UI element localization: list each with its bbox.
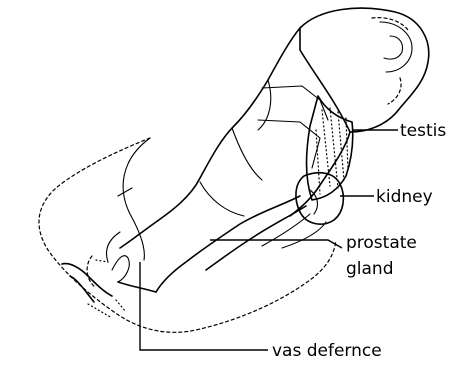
label-prostate-line2: gland xyxy=(346,259,394,279)
prostate-leader xyxy=(210,240,342,248)
visceral-mass xyxy=(120,28,350,248)
foot-outline xyxy=(39,138,336,332)
shell-spire xyxy=(300,8,429,132)
label-testis: testis xyxy=(400,121,446,141)
label-kidney: kidney xyxy=(376,187,433,207)
prostate-gland-organ xyxy=(156,196,326,292)
testis-organ xyxy=(307,96,353,200)
label-prostate-line1: prostate xyxy=(346,233,417,253)
vas-deferens-leader xyxy=(140,262,268,350)
label-vas-deferens: vas defernce xyxy=(272,341,382,361)
